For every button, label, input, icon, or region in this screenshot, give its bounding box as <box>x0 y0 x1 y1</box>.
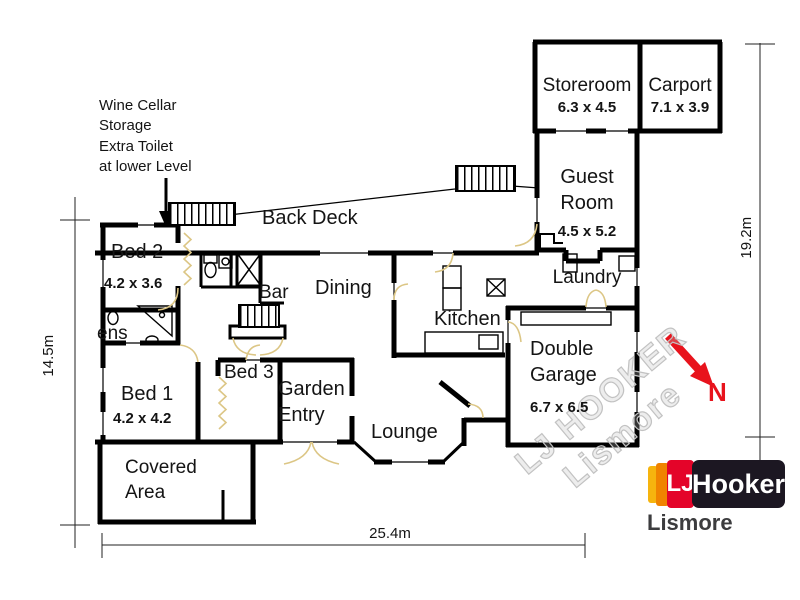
lounge-label: Lounge <box>371 421 438 443</box>
logo-hooker-box: Hooker <box>692 460 785 508</box>
north-label: N <box>708 377 727 407</box>
fixtures <box>107 233 636 354</box>
deck-left-staircase <box>168 202 236 226</box>
guest-room-label: Guest Room <box>560 166 614 214</box>
kitchen-bench <box>424 331 504 354</box>
stove-icon <box>486 278 506 297</box>
logo-yellow-stripe <box>648 466 658 503</box>
lower-level-staircase <box>238 304 280 328</box>
duct-cross <box>236 252 262 287</box>
partitions <box>199 251 467 522</box>
vanity-icon <box>218 254 233 269</box>
door-swing-arcs <box>157 223 607 465</box>
carport-label: Carport <box>648 75 712 96</box>
duct-box <box>235 251 263 288</box>
shower-icon <box>136 305 173 338</box>
north-arrow-icon <box>665 333 714 387</box>
thin-lines <box>102 130 638 463</box>
logo-office-label: Lismore <box>647 510 733 535</box>
guest-step <box>539 233 563 250</box>
bed2-wardrobe-zigzag <box>182 232 193 286</box>
ensuite-label: ens <box>97 323 128 344</box>
garage-bench <box>520 311 612 326</box>
walls <box>95 39 723 525</box>
washer-icon <box>618 255 636 272</box>
back-deck-label: Back Deck <box>262 207 358 229</box>
fridge-icon <box>442 265 462 289</box>
right-dimension-label: 19.2m <box>738 216 756 259</box>
garden-entry-label: Garden Entry <box>278 378 345 426</box>
basin-icon <box>145 335 159 345</box>
deck-right-staircase <box>455 165 516 192</box>
logo-lj-box: LJ <box>666 460 695 508</box>
double-garage-label: Double Garage <box>530 338 597 386</box>
lower-level-annotation: Wine Cellar Storage Extra Toilet at lowe… <box>99 97 192 175</box>
bed2-label: Bed 2 <box>111 241 164 263</box>
pantry-icon <box>442 287 462 311</box>
bed1-dims: 4.2 x 4.2 <box>113 410 172 427</box>
storeroom-dims: 6.3 x 4.5 <box>557 99 617 116</box>
ensuite-toilet-icon <box>107 310 119 326</box>
guest-room-dims: 4.5 x 5.2 <box>557 223 617 240</box>
bottom-dimension-label: 25.4m <box>369 525 411 542</box>
logo-hooker-text: Hooker <box>691 468 786 499</box>
sink-icon <box>478 334 499 350</box>
logo-lj-text: LJ <box>666 470 695 497</box>
storeroom-label: Storeroom <box>542 75 632 96</box>
carport-dims: 7.1 x 3.9 <box>650 99 710 116</box>
dimension-lines <box>60 43 775 558</box>
laundry-label: Laundry <box>552 267 622 288</box>
bed2-dims: 4.2 x 3.6 <box>104 275 163 292</box>
dining-label: Dining <box>315 277 372 299</box>
covered-area-label: Covered Area <box>125 457 197 503</box>
bed1-label: Bed 1 <box>121 383 174 405</box>
bar-label: Bar <box>259 282 289 303</box>
bed3-wardrobe-zigzag <box>217 376 228 430</box>
logo-orange-stripe <box>656 463 669 506</box>
kitchen-label: Kitchen <box>434 308 501 330</box>
double-garage-dims: 6.7 x 6.5 <box>530 399 589 416</box>
left-dimension-label: 14.5m <box>40 334 58 377</box>
toilet-icon <box>204 261 217 279</box>
laundry-tub-icon <box>562 253 578 273</box>
bed3-label: Bed 3 <box>224 362 274 383</box>
